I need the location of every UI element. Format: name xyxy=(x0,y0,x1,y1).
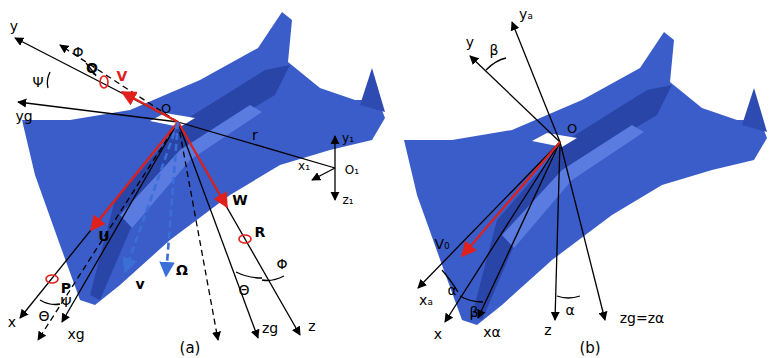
axis-label: V₀ xyxy=(434,237,449,251)
axis-label: Q xyxy=(86,61,98,75)
panel-label: (a) xyxy=(180,340,201,355)
axis-label: y₁ xyxy=(342,132,354,144)
axis-label: z xyxy=(308,319,315,333)
axis-label: x xyxy=(8,315,16,329)
axes-b xyxy=(418,22,605,322)
panel-label: (b) xyxy=(579,340,600,355)
axes-a xyxy=(15,38,335,340)
axis-label: zg xyxy=(262,321,278,335)
axis-label: v xyxy=(135,277,144,291)
axis-label: P xyxy=(61,281,71,295)
axis-label: α xyxy=(447,283,456,297)
axis-label: x xyxy=(434,327,442,341)
axis-label: Φ xyxy=(72,45,83,59)
axis-label: yₐ xyxy=(519,7,533,21)
axis-label: R xyxy=(255,225,266,239)
axis-label: x₁ xyxy=(298,160,310,172)
axis-label: z xyxy=(544,323,551,337)
aircraft-b xyxy=(404,32,767,325)
axis-label: yg xyxy=(15,109,32,123)
axis-label: Ω xyxy=(176,263,188,277)
axis-label: y xyxy=(10,19,18,33)
axis-label: Ψ xyxy=(32,75,43,89)
axis-label: xg xyxy=(67,327,84,341)
axis-label: β xyxy=(470,305,479,319)
axis-label: Θ xyxy=(38,309,49,323)
axis-label: r xyxy=(252,128,258,142)
axis-label: xα xyxy=(483,325,501,339)
axis-label: U xyxy=(98,229,109,243)
axis-label: V xyxy=(117,69,128,83)
axis-label: O₁ xyxy=(345,164,359,176)
axis-label: O xyxy=(567,122,577,135)
axis-label: α xyxy=(565,303,574,317)
axis-label: xₐ xyxy=(419,293,433,307)
axis-label: W xyxy=(232,193,247,207)
axis-label: y xyxy=(466,35,474,49)
axis-label: Θ xyxy=(238,283,249,297)
axis-label: O xyxy=(161,102,171,115)
axis-label: β xyxy=(490,43,499,57)
axis-label: Ψ xyxy=(60,295,71,309)
axis-label: Φ xyxy=(276,257,287,271)
axis-label: z₁ xyxy=(342,194,353,206)
axis-label: zg=zα xyxy=(620,311,665,325)
